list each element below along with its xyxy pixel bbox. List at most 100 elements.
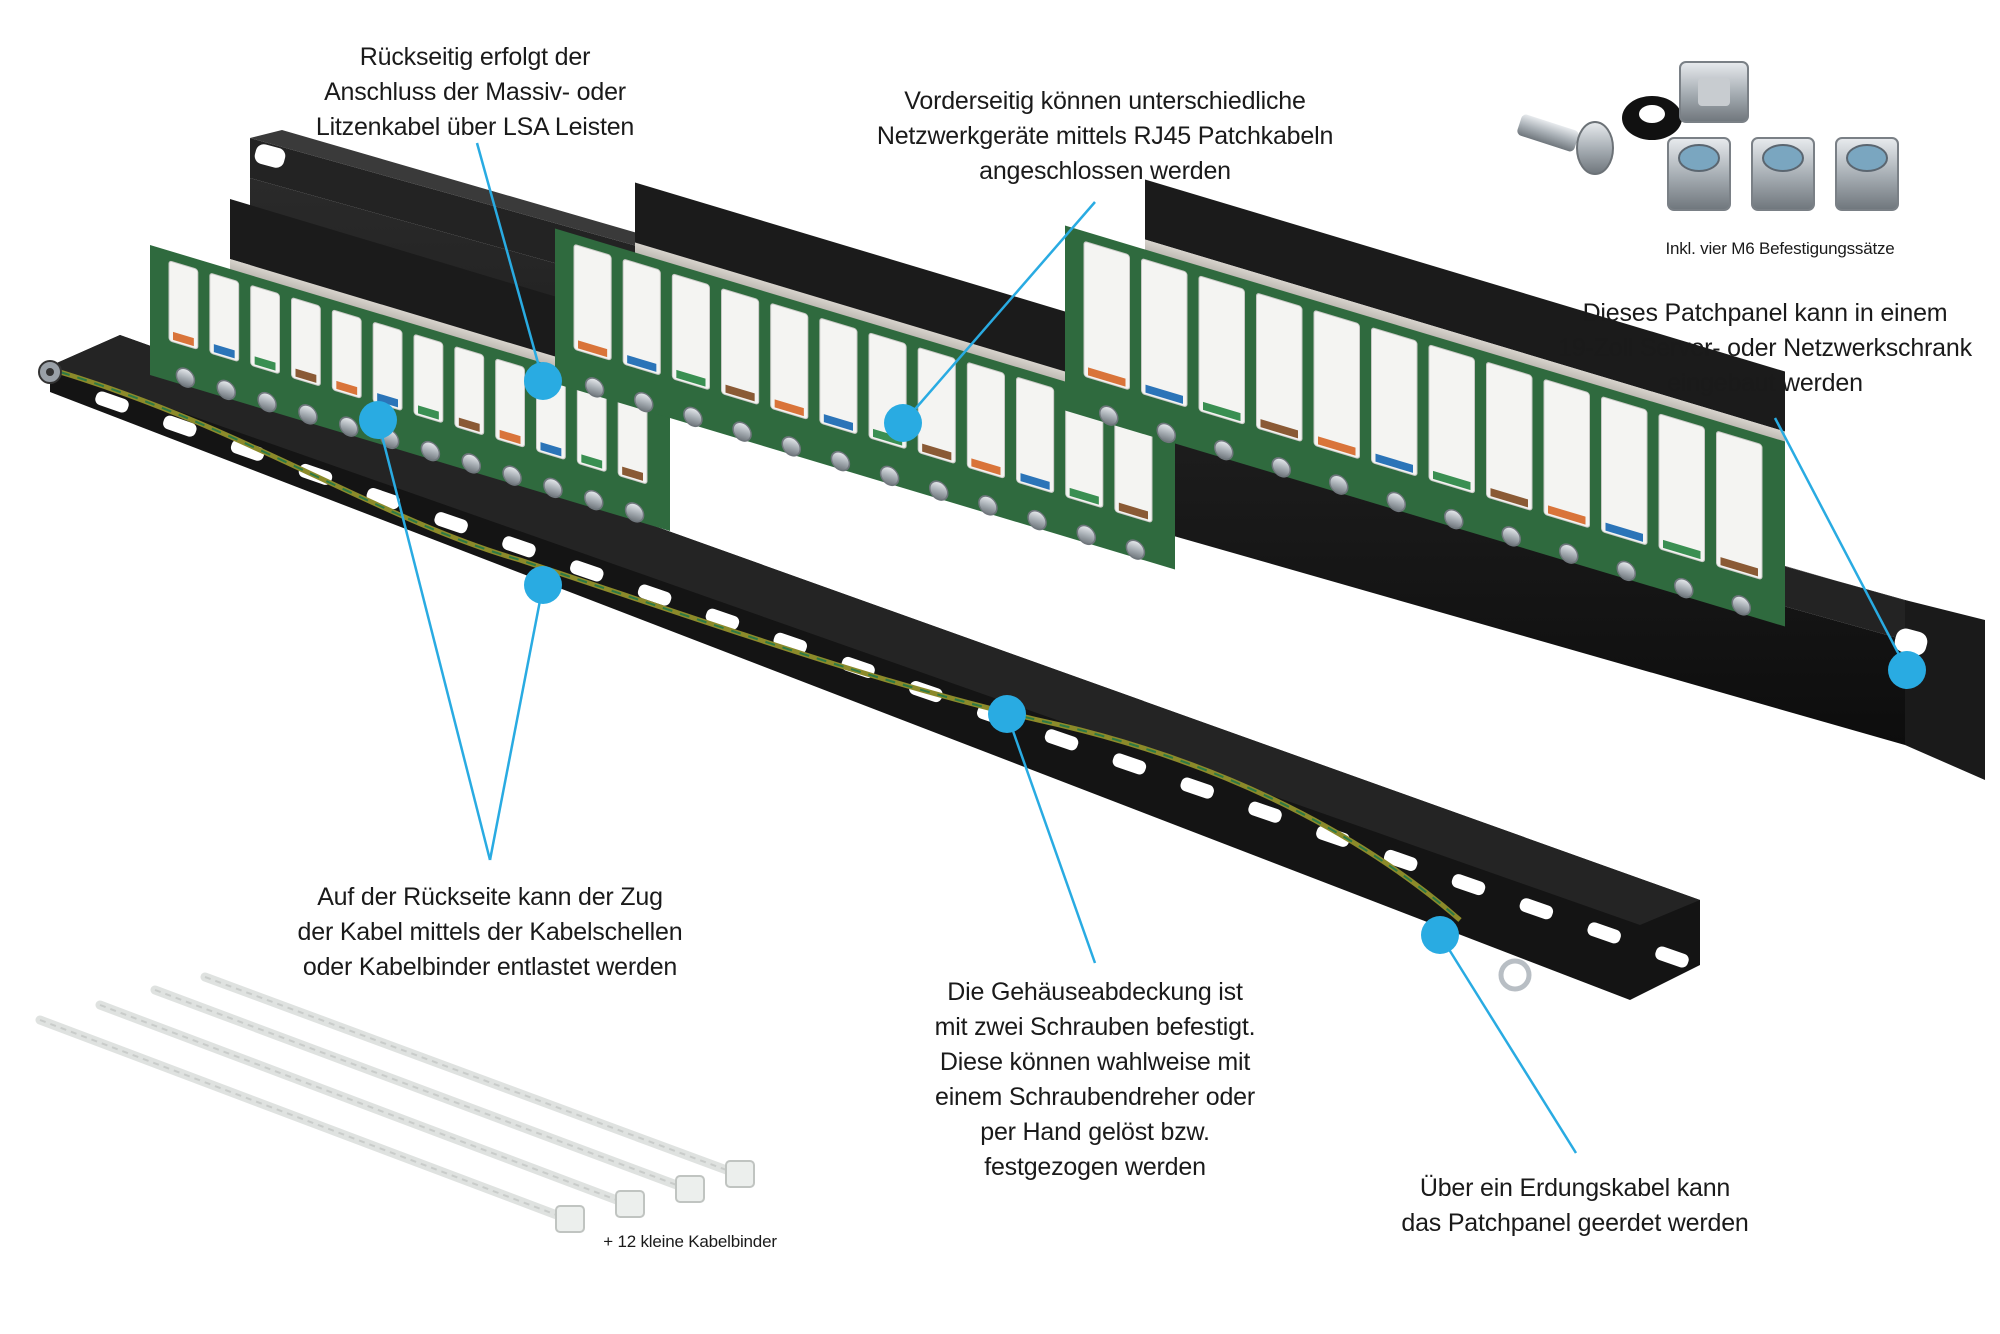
tray-slot (1451, 874, 1486, 896)
tray-slot (1112, 753, 1147, 775)
cable-tie-teeth (154, 989, 691, 1191)
wire-color-strip (581, 454, 603, 469)
lsa-terminal-icon (1486, 362, 1533, 511)
tray-slot (1316, 825, 1350, 847)
lsa-terminal-icon (1371, 327, 1418, 476)
wire-color-strip (254, 356, 276, 371)
wire-color-strip (540, 442, 562, 457)
cable-tie-icon (95, 1000, 645, 1218)
leader-rack-19 (1773, 417, 1909, 671)
cable-clamp-icon (1076, 524, 1096, 546)
module-cover (635, 182, 1175, 405)
screw-icon (1517, 114, 1614, 175)
marker-grounding (1421, 916, 1459, 954)
wire-color-strip (627, 355, 657, 372)
cable-tie-icon (35, 1015, 585, 1233)
wire-color-strip (418, 405, 439, 420)
wire-color-strip (499, 429, 521, 445)
cable-clamp-icon (502, 465, 522, 486)
wire-color-strip (1069, 487, 1099, 505)
cable-tie-teeth (204, 976, 741, 1176)
cable-clamp-icon (830, 450, 851, 472)
tray-slot (95, 391, 129, 413)
cable-clamp-icon (1674, 577, 1694, 599)
cage-nut-icon (1679, 61, 1749, 123)
tray-slot (163, 415, 197, 437)
wire-color-strip (458, 417, 480, 432)
ground-lug-icon (1498, 958, 1532, 992)
tray-slot (1044, 729, 1079, 751)
wire-color-strip (1720, 557, 1758, 577)
cable-clamp-icon (1156, 422, 1176, 444)
leader-cover-screws (1005, 713, 1097, 964)
wire-color-strip (1548, 505, 1586, 525)
tray-slot (230, 439, 265, 461)
tray-slot (1587, 922, 1621, 944)
wire-color-strip (213, 344, 235, 359)
lsa-terminal-icon (1428, 344, 1475, 494)
label-cable-ties: + 12 kleine Kabelbinder (603, 1232, 777, 1251)
lsa-terminal-icon (1016, 377, 1055, 493)
cable-tie-strap (95, 1000, 635, 1210)
wire-color-strip (1020, 473, 1050, 490)
cable-clamp-icon (634, 391, 654, 413)
label-strain-relief: Auf der Rückseite kann der Zug der Kabel… (297, 883, 683, 981)
lsa-terminal-icon (1658, 413, 1705, 563)
wire-color-strip (823, 414, 854, 431)
lsa-terminal-icon (209, 273, 240, 362)
cable-clamp-icon (929, 480, 949, 501)
tray-slot (773, 632, 807, 654)
mounting-kit (1517, 61, 1899, 211)
cable-tie-head (615, 1190, 645, 1218)
cable-clamp-icon (257, 391, 277, 413)
cable-clamp-icon (683, 406, 703, 428)
tray-slot (502, 536, 536, 558)
cable-clamp-icon (1329, 474, 1349, 495)
callout-markers (359, 362, 1926, 954)
cable-clamp-icon (1444, 508, 1464, 530)
wire-color-strip (971, 458, 1001, 476)
wire-color-strip (1203, 401, 1241, 422)
lsa-terminal-icon (250, 285, 280, 374)
wire-color-strip (295, 368, 317, 383)
tray-slot (705, 608, 740, 630)
lsa-terminal-icon (671, 273, 711, 390)
cable-clamp-icon (1271, 457, 1291, 478)
marker-strain-clamp (359, 401, 397, 439)
tray-slot (570, 560, 604, 582)
lsa-terminal-icon (721, 288, 760, 405)
marker-cover-screws (988, 695, 1026, 733)
cable-clamp-icon (339, 416, 359, 437)
ground-wire (59, 369, 1462, 922)
cable-tray (50, 335, 1700, 1000)
wire-color-strip (578, 340, 608, 358)
lsa-terminal-icon (495, 358, 525, 448)
cable-tie-head (725, 1160, 755, 1188)
marker-rear-lsa (524, 362, 562, 400)
cable-clamp-icon (1125, 539, 1146, 560)
tray-slot (434, 512, 468, 534)
wire-color-strip (1145, 384, 1183, 404)
lsa-terminal-icon (291, 297, 321, 386)
cable-clamp-icon (298, 404, 318, 425)
lsa-terminal-icon (966, 362, 1006, 479)
lsa-terminal-icon (168, 260, 199, 350)
cable-clamp-icon (978, 495, 998, 516)
lsa-terminal-icon (1543, 379, 1590, 528)
tray-slot (1180, 777, 1214, 799)
lsa-terminal-icon (622, 259, 661, 375)
cable-clamp-icon (1386, 491, 1406, 513)
lsa-terminal-icon (1083, 241, 1130, 390)
wire-color-strip (1663, 539, 1701, 560)
cable-clamp-icon (1501, 526, 1521, 547)
wire-color-strip (1375, 453, 1413, 473)
leader-strain-a (376, 419, 492, 861)
lsa-terminal-icon (1256, 293, 1303, 442)
wire-color-strip (1490, 488, 1528, 508)
wire-color-strip (725, 384, 755, 402)
cable-clamp-icon (624, 502, 645, 523)
washer-icon (1622, 96, 1682, 140)
lsa-terminal-icon (331, 309, 362, 399)
